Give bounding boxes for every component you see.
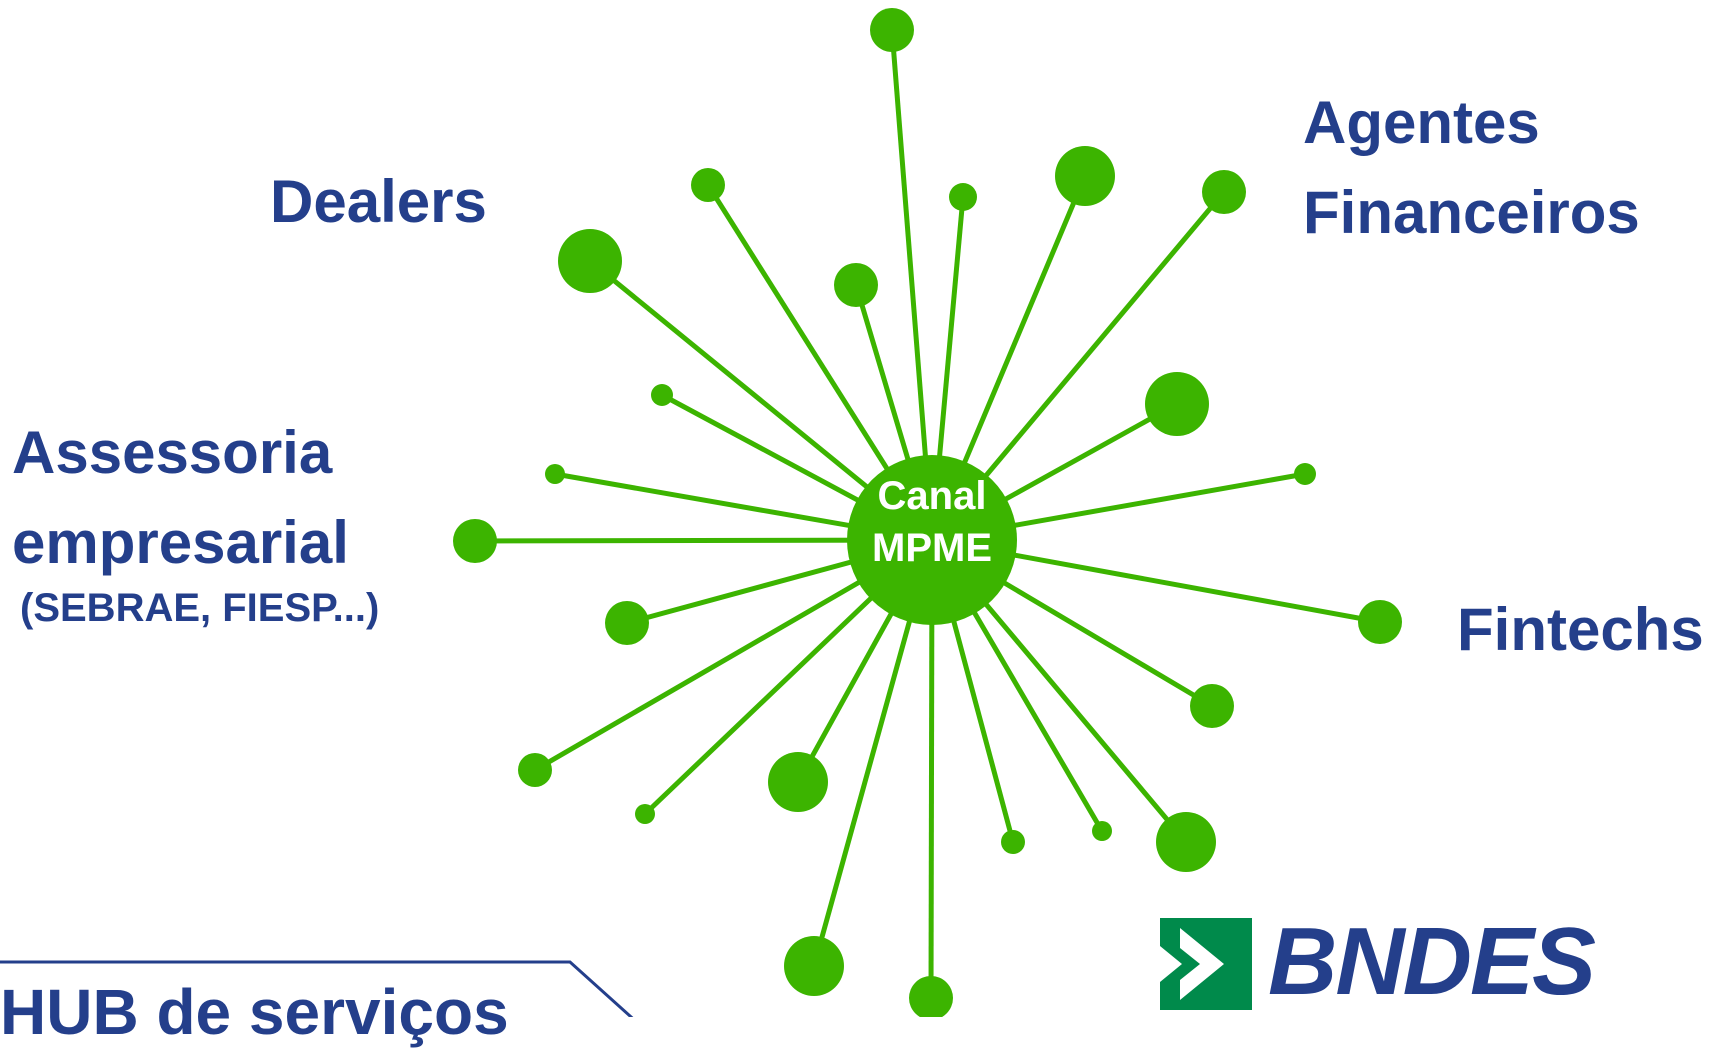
center-label-line2: MPME	[872, 526, 992, 570]
label-dealers-text: Dealers	[270, 168, 487, 235]
bndes-logo-mark	[1160, 918, 1252, 1010]
satellite-node	[1190, 684, 1234, 728]
label-assessoria: Assessoria empresarial	[12, 408, 349, 588]
center-label: Canal MPME	[852, 470, 1012, 574]
satellite-node	[909, 976, 953, 1017]
satellite-node	[768, 752, 828, 812]
satellite-node	[1055, 146, 1115, 206]
label-agentes-line2: Financeiros	[1303, 179, 1640, 246]
satellite-node	[1294, 463, 1316, 485]
label-assessoria-line3: (SEBRAE, FIESP...)	[20, 586, 380, 630]
satellite-node	[558, 229, 622, 293]
nodes	[453, 8, 1402, 1017]
hub-banner-text: HUB de serviços	[0, 976, 509, 1048]
satellite-node	[949, 183, 977, 211]
satellite-node	[1092, 821, 1112, 841]
satellite-node	[545, 464, 565, 484]
satellite-node	[870, 8, 914, 52]
center-label-line1: Canal	[877, 474, 987, 518]
satellite-node	[635, 804, 655, 824]
satellite-node	[784, 936, 844, 996]
label-fintechs: Fintechs	[1457, 596, 1704, 663]
satellite-node	[1202, 170, 1246, 214]
satellite-node	[1358, 600, 1402, 644]
satellite-node	[605, 601, 649, 645]
satellite-node	[834, 263, 878, 307]
center-node	[847, 455, 1017, 625]
satellite-node	[691, 168, 725, 202]
satellite-node	[1156, 812, 1216, 872]
label-agentes-line1: Agentes	[1303, 89, 1540, 156]
network-diagram	[0, 8, 1402, 1017]
satellite-node	[1001, 830, 1025, 854]
label-fintechs-text: Fintechs	[1457, 596, 1704, 663]
bndes-logo-text: BNDES	[1268, 908, 1596, 1015]
label-assessoria-sub: (SEBRAE, FIESP...)	[20, 586, 379, 631]
bndes-logo: BNDES	[1160, 912, 1596, 1012]
satellite-node	[1145, 372, 1209, 436]
spoke-line	[889, 29, 935, 541]
label-assessoria-line1: Assessoria	[12, 419, 333, 486]
label-dealers: Dealers	[270, 168, 487, 235]
satellite-node	[651, 384, 673, 406]
label-assessoria-line2: empresarial	[12, 509, 349, 576]
satellite-node	[453, 519, 497, 563]
banner-frame	[0, 960, 634, 1017]
satellite-node	[518, 753, 552, 787]
label-agentes-financeiros: Agentes Financeiros	[1303, 78, 1640, 258]
